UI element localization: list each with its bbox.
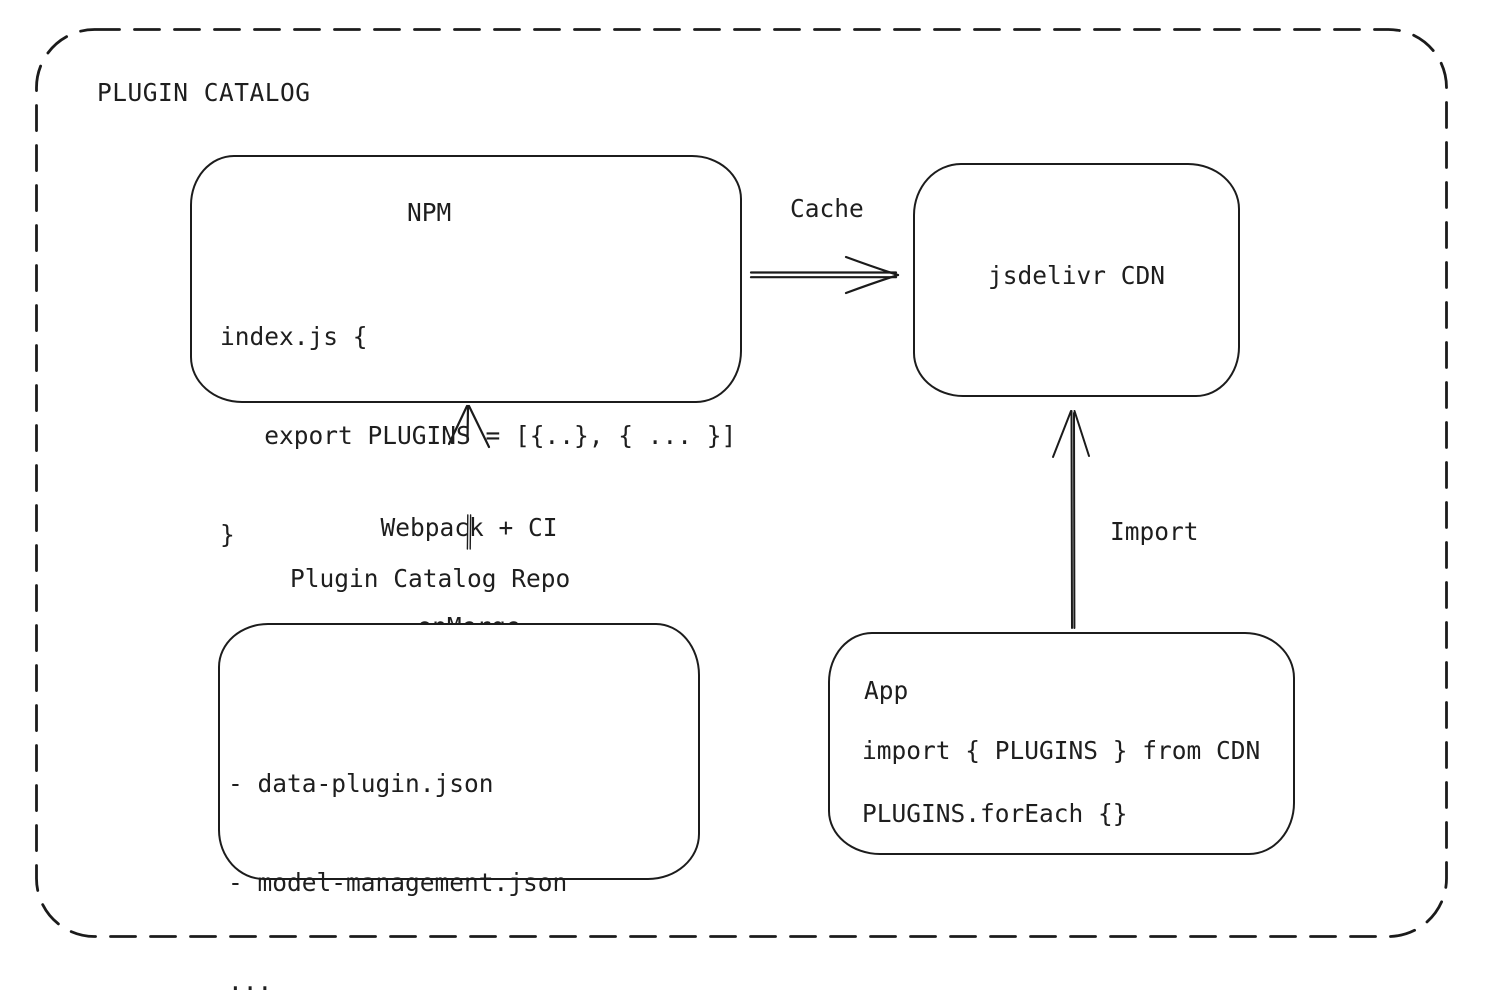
build-edge-label-line: Webpack + CI <box>380 513 558 542</box>
app-code-line: PLUGINS.forEach {} <box>862 799 1128 828</box>
cache-edge-label: Cache <box>790 194 864 223</box>
cdn-node: jsdelivr CDN <box>913 163 1240 397</box>
cache-arrow <box>749 255 900 295</box>
repo-node-heading: Plugin Catalog Repo <box>290 564 571 593</box>
repo-file-item: - model-management.json <box>228 868 568 897</box>
npm-code-block: index.js { export PLUGINS = [{..}, { ...… <box>220 254 736 617</box>
npm-node: NPM index.js { export PLUGINS = [{..}, {… <box>190 155 742 549</box>
import-edge-label: Import <box>1110 517 1199 546</box>
repo-file-item: - data-plugin.json <box>228 769 494 798</box>
app-node: App import { PLUGINS } from CDN PLUGINS.… <box>828 632 1295 855</box>
app-node-title: App <box>864 676 909 705</box>
repo-node: - data-plugin.json - model-management.js… <box>218 623 700 996</box>
app-code-line: import { PLUGINS } from CDN <box>862 736 1261 765</box>
catalog-title: PLUGIN CATALOG <box>97 78 311 107</box>
repo-file-item: ... <box>228 967 273 996</box>
repo-file-list: - data-plugin.json - model-management.js… <box>228 701 567 1002</box>
npm-code-line: index.js { <box>220 322 368 351</box>
cdn-node-label: jsdelivr CDN <box>987 261 1165 290</box>
npm-code-line: export PLUGINS = [{..}, { ... }] <box>220 421 737 450</box>
npm-node-title: NPM <box>407 198 452 227</box>
npm-code-line: } <box>220 520 235 549</box>
import-arrow <box>1052 410 1090 629</box>
